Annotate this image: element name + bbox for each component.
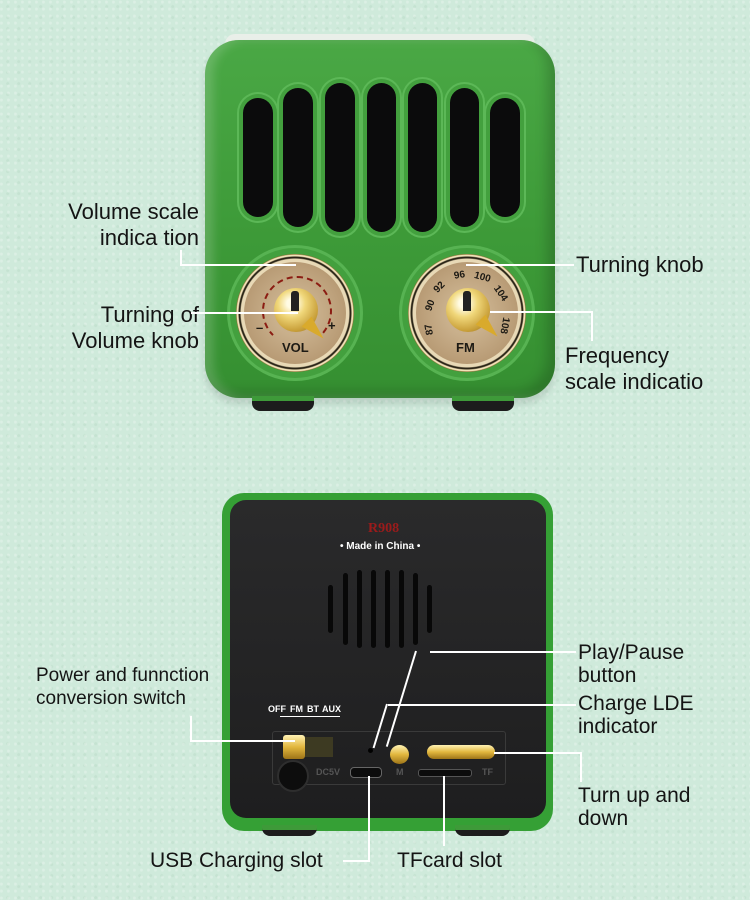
freq-104: 104 [491, 283, 510, 304]
callout-turn-up-down: Turn up and down [578, 784, 691, 830]
made-in-china-label: • Made in China • [340, 541, 421, 552]
freq-100: 100 [472, 270, 492, 285]
callout-charge-led: Charge LDE indicator [578, 692, 694, 738]
leader-line [180, 250, 182, 266]
volume-dial-face: – + VOL [244, 262, 346, 364]
leader-line [190, 740, 295, 742]
callout-tf-card-slot: TFcard slot [397, 849, 503, 872]
speaker-vent [427, 585, 432, 633]
aux-jack[interactable] [277, 760, 309, 792]
speaker-vent [357, 570, 362, 648]
grille-slot [408, 83, 437, 232]
grille-slot [283, 88, 313, 227]
leader-line [443, 776, 445, 846]
leader-line [191, 312, 298, 314]
tf-card-slot[interactable] [418, 769, 472, 777]
mode-indicator-ticks [280, 716, 340, 726]
mode-off-label: OFF [268, 704, 286, 714]
radio-foot [452, 396, 514, 411]
usb-charging-port[interactable] [350, 767, 382, 778]
freq-90: 90 [423, 298, 438, 313]
grille-slot [325, 83, 355, 232]
volume-scale-dots [262, 276, 332, 346]
radio-foot [252, 396, 314, 411]
leader-line [490, 311, 593, 313]
speaker-vent [328, 585, 333, 633]
speaker-vent [399, 570, 404, 648]
leader-line [466, 264, 574, 266]
prev-next-rocker[interactable] [427, 745, 495, 759]
leader-line [343, 860, 370, 862]
power-function-switch[interactable] [283, 735, 305, 759]
grille-slot [450, 88, 479, 227]
grille-slot [490, 98, 520, 217]
leader-line [430, 651, 576, 653]
dc5v-label: DC5V [316, 767, 341, 777]
freq-92: 92 [431, 279, 448, 296]
leader-line [494, 752, 582, 754]
vol-plus-label: + [328, 318, 336, 333]
callout-turning-knob: Turning knob [576, 252, 704, 277]
speaker-vent [413, 573, 418, 645]
callout-volume-scale: Volume scale indica tion [68, 199, 199, 250]
speaker-vent [385, 570, 390, 648]
callout-frequency-scale: Frequency scale indicatio [565, 343, 704, 394]
vol-minus-label: – [256, 320, 264, 335]
radio-foot [262, 825, 317, 836]
switch-track [305, 737, 333, 757]
charge-led-indicator [368, 748, 373, 753]
mode-bt-label: BT [307, 704, 319, 714]
freq-96: 96 [453, 269, 466, 282]
tuning-knob[interactable]: 87 90 92 96 100 104 108 FM [408, 254, 526, 372]
callout-play-pause: Play/Pause button [578, 641, 685, 687]
radio-foot [455, 825, 510, 836]
leader-line [180, 264, 296, 266]
mode-fm-label: FM [290, 704, 303, 714]
play-pause-button[interactable] [390, 745, 409, 764]
fm-dial-label: FM [456, 340, 475, 355]
grille-slot [243, 98, 273, 217]
mode-aux-label: AUX [322, 704, 342, 714]
leader-line [388, 704, 576, 706]
volume-knob-ball [274, 288, 318, 332]
tf-label: TF [482, 767, 493, 777]
leader-line [190, 716, 192, 742]
callout-power-switch: Power and funnction conversion switch [36, 665, 210, 709]
grille-slot [367, 83, 396, 232]
mode-button-label: M [396, 767, 404, 777]
control-plate [272, 731, 506, 785]
callout-usb-slot: USB Charging slot [150, 849, 323, 872]
tuning-knob-ball [446, 288, 490, 332]
freq-87: 87 [423, 323, 436, 336]
speaker-vent [343, 573, 348, 645]
leader-line [368, 776, 370, 862]
leader-line [591, 311, 593, 341]
callout-volume-knob: Turning of Volume knob [71, 302, 199, 353]
speaker-vent [371, 570, 376, 648]
leader-line [580, 752, 582, 782]
fm-dial-face: 87 90 92 96 100 104 108 FM [416, 262, 518, 364]
vol-dial-label: VOL [282, 340, 309, 355]
tuning-pointer-icon [475, 314, 503, 342]
brand-logo: R908 [368, 521, 400, 536]
